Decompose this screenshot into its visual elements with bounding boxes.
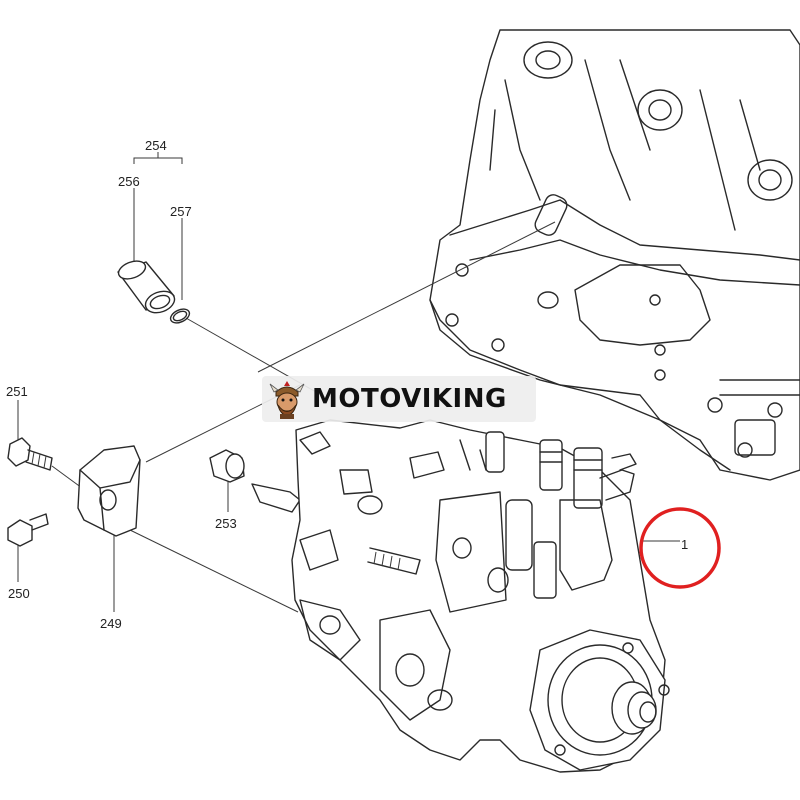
leader-257-to-block bbox=[257, 221, 556, 373]
watermark-text: MOTOVIKING bbox=[312, 384, 507, 414]
callout-251: 251 bbox=[6, 384, 28, 399]
part-250-bolt[interactable] bbox=[7, 513, 49, 547]
part-1-injection-pump[interactable] bbox=[291, 419, 670, 773]
part-257-o-ring[interactable] bbox=[168, 306, 191, 325]
callout-254: 254 bbox=[145, 138, 167, 153]
bracket-254 bbox=[133, 157, 183, 164]
callout-249: 249 bbox=[100, 616, 122, 631]
part-249-bracket[interactable] bbox=[77, 445, 141, 537]
callout-1: 1 bbox=[681, 537, 688, 552]
callout-256: 256 bbox=[118, 174, 140, 189]
callout-257: 257 bbox=[170, 204, 192, 219]
leader-249-bottom bbox=[129, 529, 299, 613]
watermark-banner: MOTOVIKING bbox=[262, 376, 536, 422]
leader-251-to-bracket bbox=[51, 465, 83, 489]
callout-253: 253 bbox=[215, 516, 237, 531]
part-256-sleeve[interactable] bbox=[116, 258, 177, 317]
viking-mascot-icon bbox=[269, 381, 305, 419]
part-253-sensor[interactable] bbox=[209, 449, 301, 513]
part-251-bolt[interactable] bbox=[7, 437, 53, 471]
callout-labels: 254 256 257 251 250 249 253 1 bbox=[6, 138, 688, 631]
highlight-circle bbox=[639, 507, 721, 589]
callout-250: 250 bbox=[8, 586, 30, 601]
engine-block bbox=[429, 29, 800, 481]
